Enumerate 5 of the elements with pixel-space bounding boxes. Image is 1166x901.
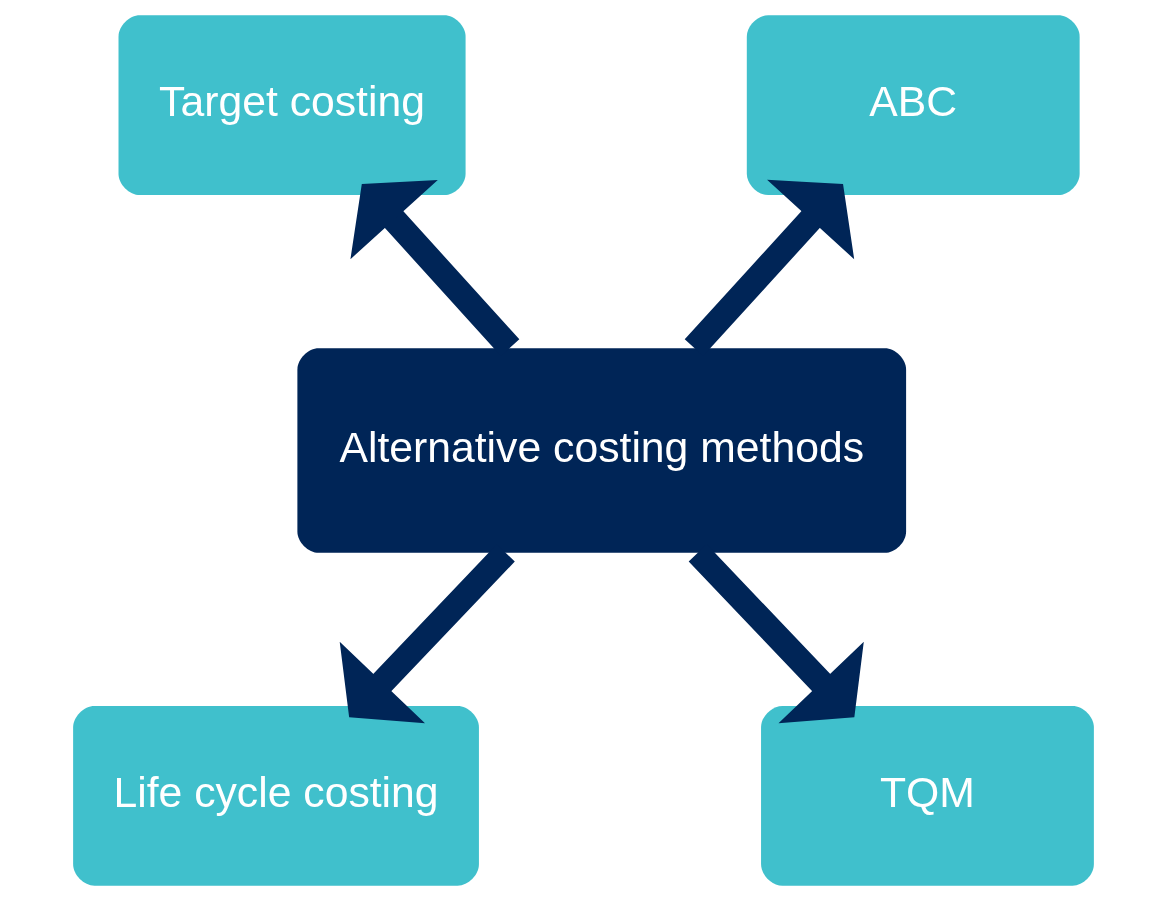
node-box: Life cycle costing: [72, 705, 479, 886]
node-box: TQM: [760, 705, 1094, 886]
node-box: Target costing: [118, 15, 466, 196]
node-box: ABC: [746, 15, 1080, 196]
node-box: Alternative costing methods: [296, 348, 906, 553]
